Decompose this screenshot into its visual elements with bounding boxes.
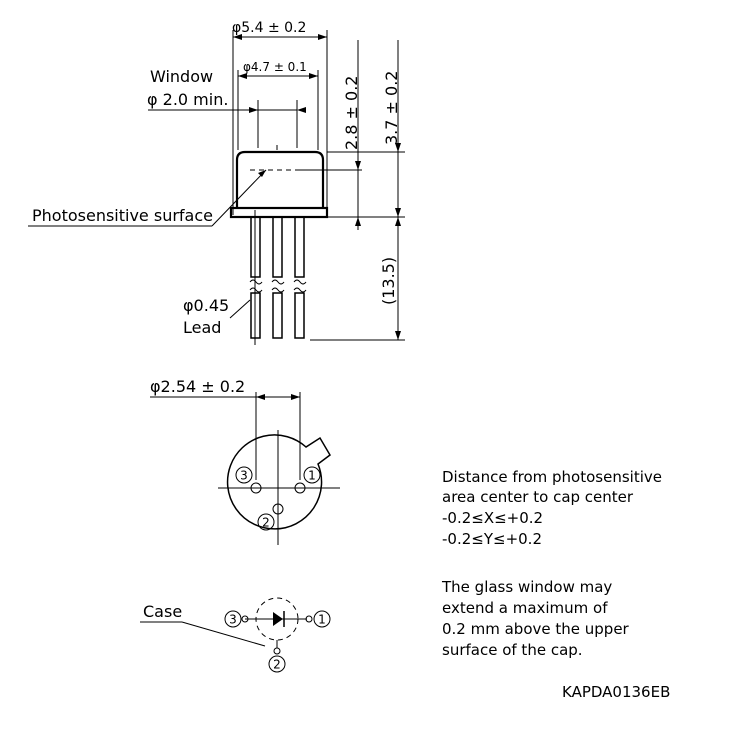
outer-diameter-dimension: φ5.4 ± 0.2 bbox=[232, 20, 306, 36]
bottom-pin-3-label: 3 bbox=[240, 469, 248, 483]
glass-note-line-3: 0.2 mm above the upper bbox=[442, 620, 630, 638]
schematic-symbol: Case 3 1 2 bbox=[140, 597, 331, 673]
window-frame-dimension: φ4.7 ± 0.1 bbox=[243, 60, 307, 74]
tolerance-y: -0.2≤Y≤+0.2 bbox=[442, 530, 542, 548]
glass-note-line-2: extend a maximum of bbox=[442, 599, 608, 617]
bottom-view: φ2.54 ± 0.2 3 1 2 bbox=[150, 377, 340, 545]
lead-diameter-label: φ0.45 bbox=[183, 296, 229, 315]
surface-height-dimension: 2.8 ± 0.2 bbox=[342, 76, 361, 150]
schematic-pin-2-label: 2 bbox=[273, 658, 281, 672]
photosensitive-surface-label: Photosensitive surface bbox=[32, 206, 213, 225]
tolerance-note-line-1: Distance from photosensitive bbox=[442, 468, 662, 486]
cap-flange bbox=[229, 206, 329, 219]
glass-note-line-1: The glass window may bbox=[441, 578, 612, 596]
photodiode-symbol bbox=[273, 612, 283, 626]
cap-height-dimension: 3.7 ± 0.2 bbox=[382, 71, 401, 145]
cap-body bbox=[235, 150, 325, 208]
lead-label: Lead bbox=[183, 318, 221, 337]
bottom-pin-1-label: 1 bbox=[308, 469, 316, 483]
schematic-pin-1-label: 1 bbox=[318, 613, 326, 627]
leads bbox=[249, 210, 307, 345]
bottom-pin-2-label: 2 bbox=[262, 516, 270, 530]
schematic-pin-3-label: 3 bbox=[229, 613, 237, 627]
window-min-diameter: φ 2.0 min. bbox=[147, 90, 228, 109]
notes: Distance from photosensitive area center… bbox=[441, 468, 670, 701]
glass-note-line-4: surface of the cap. bbox=[442, 641, 583, 659]
tolerance-x: -0.2≤X≤+0.2 bbox=[442, 509, 543, 527]
case-outline-with-tab bbox=[226, 434, 331, 530]
drawing-code: KAPDA0136EB bbox=[562, 683, 670, 701]
pin-pitch-dimension: φ2.54 ± 0.2 bbox=[150, 377, 245, 396]
window-label: Window bbox=[150, 67, 213, 86]
lead-length-dimension: (13.5) bbox=[379, 257, 398, 305]
side-view: φ5.4 ± 0.2 φ4.7 ± 0.1 Window φ 2.0 min. … bbox=[28, 20, 405, 345]
case-label: Case bbox=[143, 602, 182, 621]
tolerance-note-line-2: area center to cap center bbox=[442, 488, 634, 506]
